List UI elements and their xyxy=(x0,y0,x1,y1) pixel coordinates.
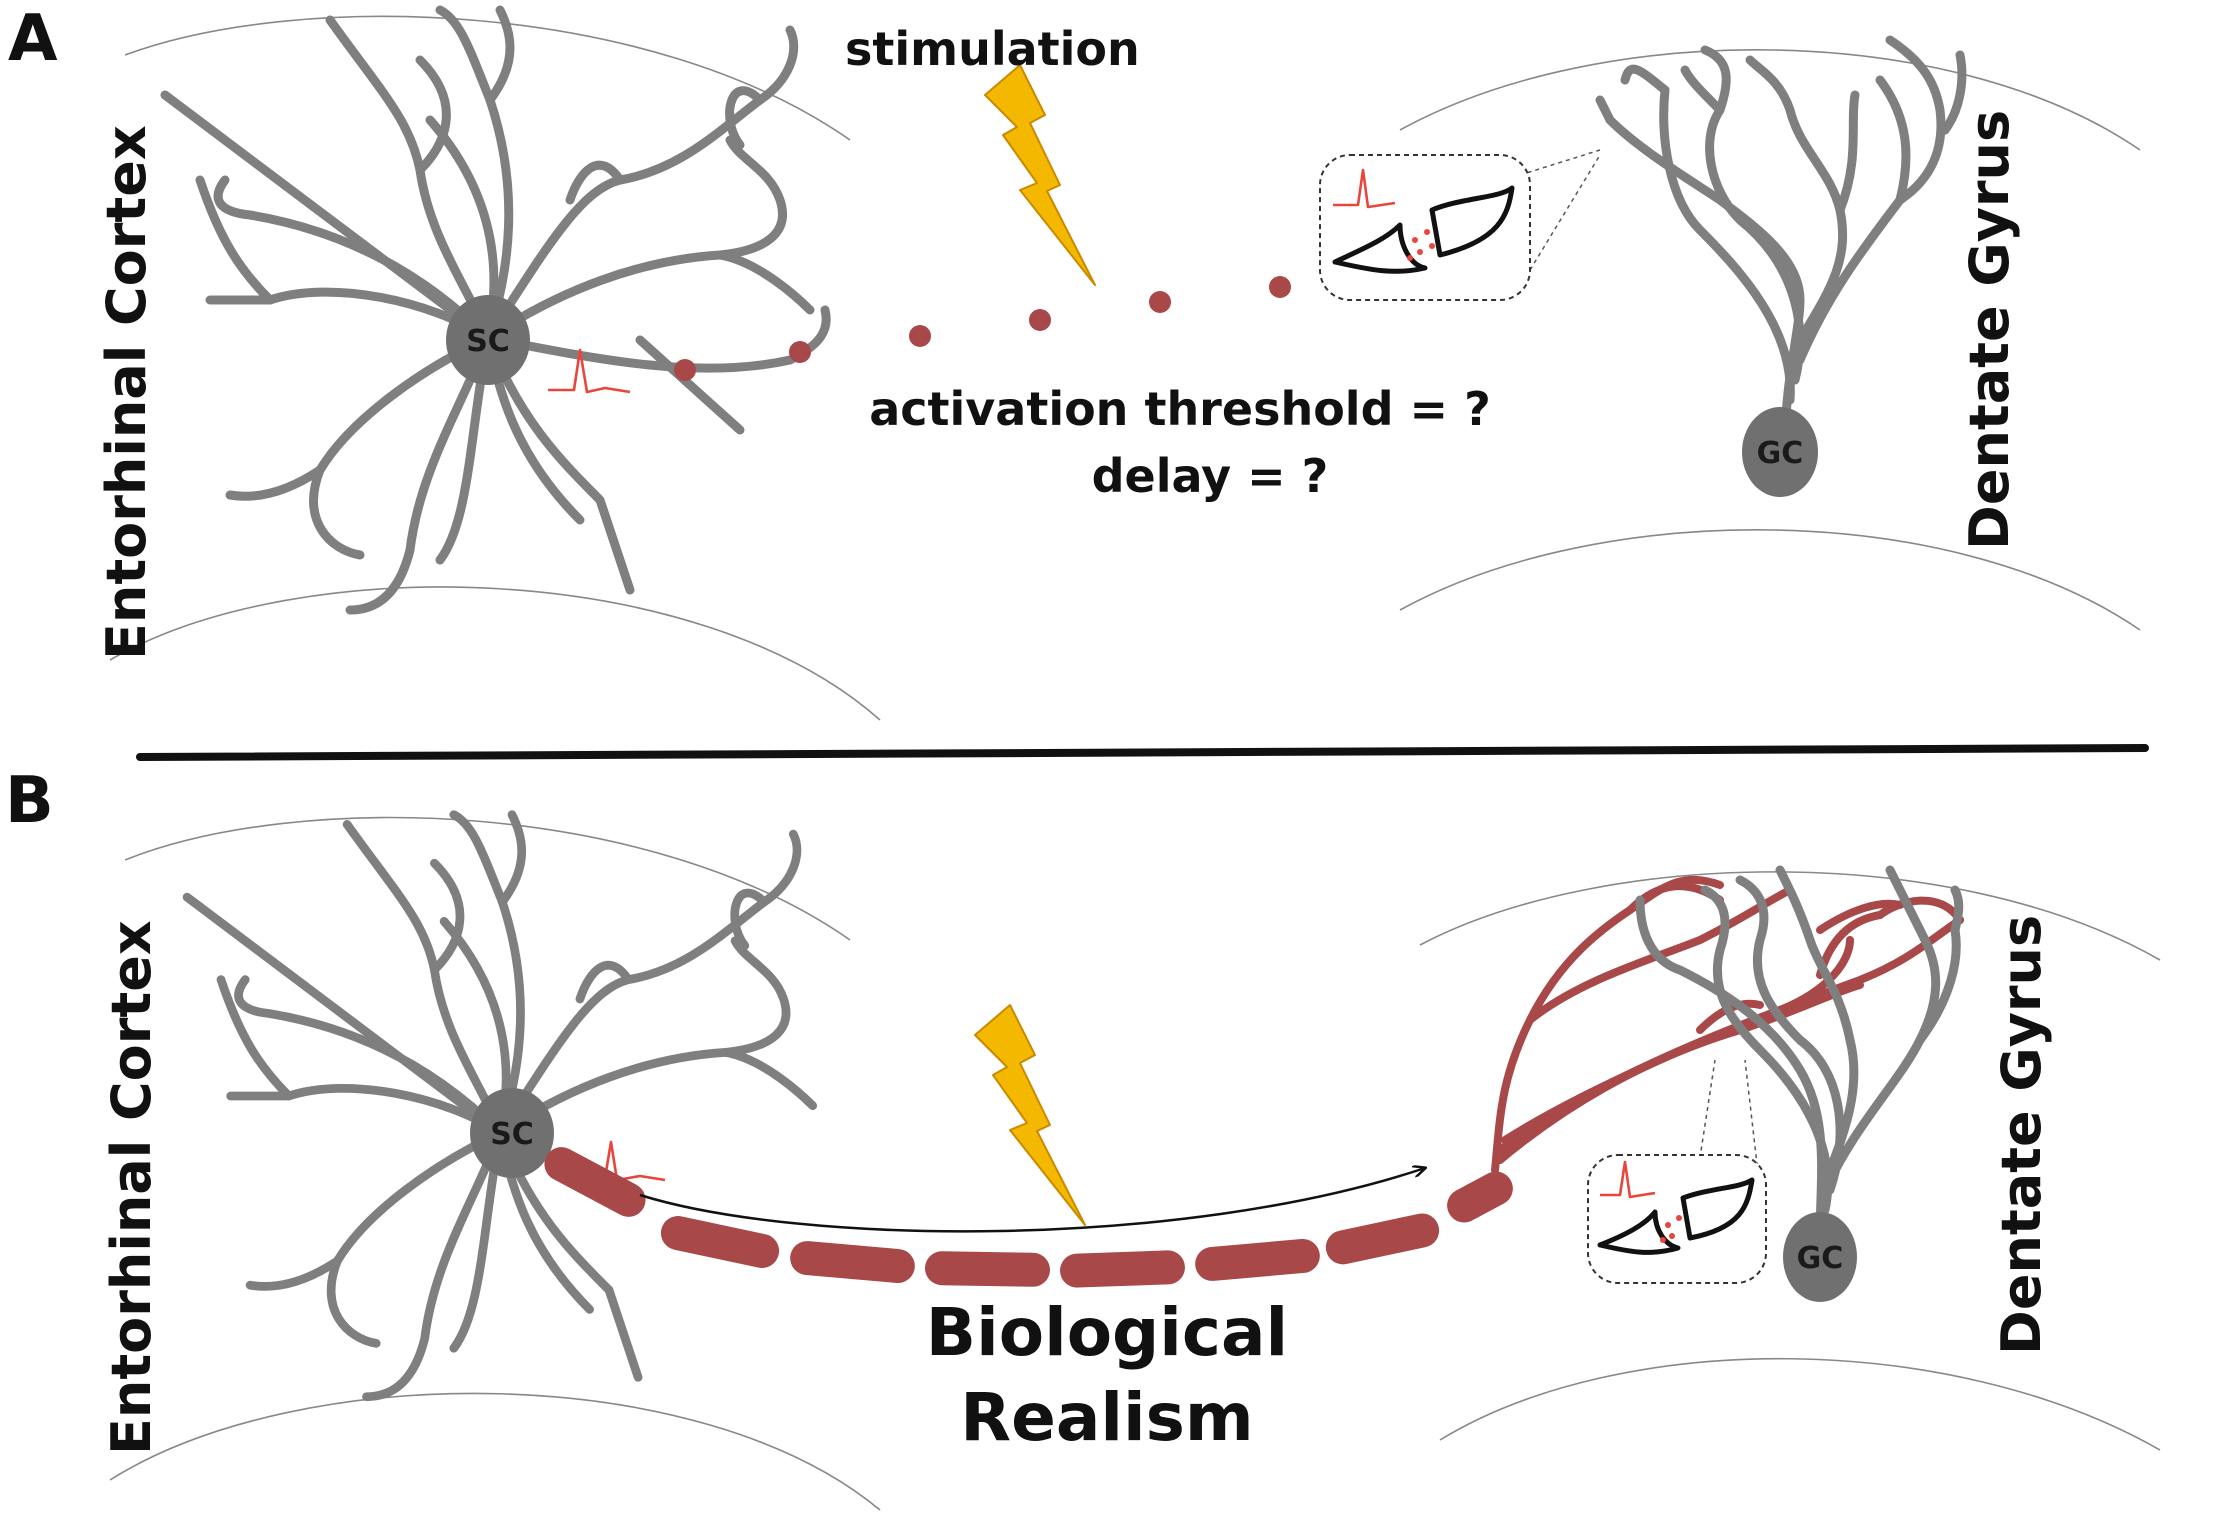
panel-label-a: A xyxy=(8,2,58,76)
synapse-inset-b xyxy=(1587,1059,1767,1284)
sc-label-b: SC xyxy=(490,1117,534,1152)
panel-a: A SC stimulation activation threshold = … xyxy=(8,2,2141,721)
ec-boundary-top-b xyxy=(124,816,851,941)
sc-label: SC xyxy=(466,324,510,359)
lightning-bolt-icon-b xyxy=(974,1004,1086,1226)
granule-cell-dendrites xyxy=(1600,40,1962,445)
sc-soma-b xyxy=(470,1088,554,1178)
arrow-icon xyxy=(639,1168,1425,1233)
myelinated-axon xyxy=(544,1147,1513,1288)
action-potential-icon xyxy=(548,348,631,394)
ec-region-label: Entorhinal Cortex xyxy=(95,125,158,660)
lightning-bolt-icon xyxy=(984,64,1096,286)
myelin-segment xyxy=(544,1147,646,1217)
stimulation-label: stimulation xyxy=(845,22,1140,76)
myelin-segment xyxy=(790,1241,915,1284)
propagation-dot xyxy=(789,341,811,363)
stellate-cell-axon xyxy=(483,305,831,373)
dg-boundary-top xyxy=(1399,49,2141,151)
propagation-dot xyxy=(1269,276,1291,298)
myelin-segment xyxy=(1325,1213,1440,1265)
panel-divider xyxy=(136,744,2149,761)
propagation-dot xyxy=(674,359,696,381)
inset-spike-icon xyxy=(1333,168,1396,209)
ec-boundary-bottom-b xyxy=(109,1392,881,1511)
propagation-dot xyxy=(909,325,931,347)
sc-soma xyxy=(446,295,530,385)
gc-label-b: GC xyxy=(1797,1241,1844,1276)
biological-label: Biological xyxy=(926,1294,1288,1371)
panel-label-b: B xyxy=(5,764,54,838)
myelin-segment xyxy=(925,1251,1050,1287)
gc-soma-b xyxy=(1783,1212,1857,1302)
propagation-dots xyxy=(674,276,1291,381)
synapse-inset xyxy=(1319,149,1601,301)
ec-boundary-bottom xyxy=(109,586,881,721)
dg-boundary-bottom-b xyxy=(1439,1357,2161,1451)
propagation-dot xyxy=(1149,291,1171,313)
threshold-question: activation threshold = ? xyxy=(869,382,1491,436)
ec-boundary-top xyxy=(124,15,851,141)
realism-label: Realism xyxy=(960,1379,1253,1456)
delay-question: delay = ? xyxy=(1092,449,1329,503)
myelin-segment xyxy=(1195,1238,1320,1281)
gc-soma xyxy=(1742,407,1818,497)
ec-region-label-b: Entorhinal Cortex xyxy=(100,920,163,1455)
myelin-segment xyxy=(660,1216,780,1268)
propagation-dot xyxy=(1029,309,1051,331)
gc-label: GC xyxy=(1757,436,1804,471)
dg-boundary-bottom xyxy=(1399,529,2141,631)
myelin-segment xyxy=(1447,1171,1513,1223)
panel-b: B SC xyxy=(5,764,2161,1511)
vesicles xyxy=(1407,229,1435,261)
synapse-icon-b xyxy=(1597,1209,1681,1255)
myelin-segment xyxy=(1060,1250,1185,1288)
inset-spike-icon-b xyxy=(1600,1160,1656,1199)
vesicles-b xyxy=(1660,1215,1682,1243)
dg-region-label: Dentate Gyrus xyxy=(1958,110,2021,550)
synapse-inset-box xyxy=(1319,154,1531,301)
dg-region-label-b: Dentate Gyrus xyxy=(1990,915,2053,1355)
axon-branch xyxy=(635,335,745,435)
